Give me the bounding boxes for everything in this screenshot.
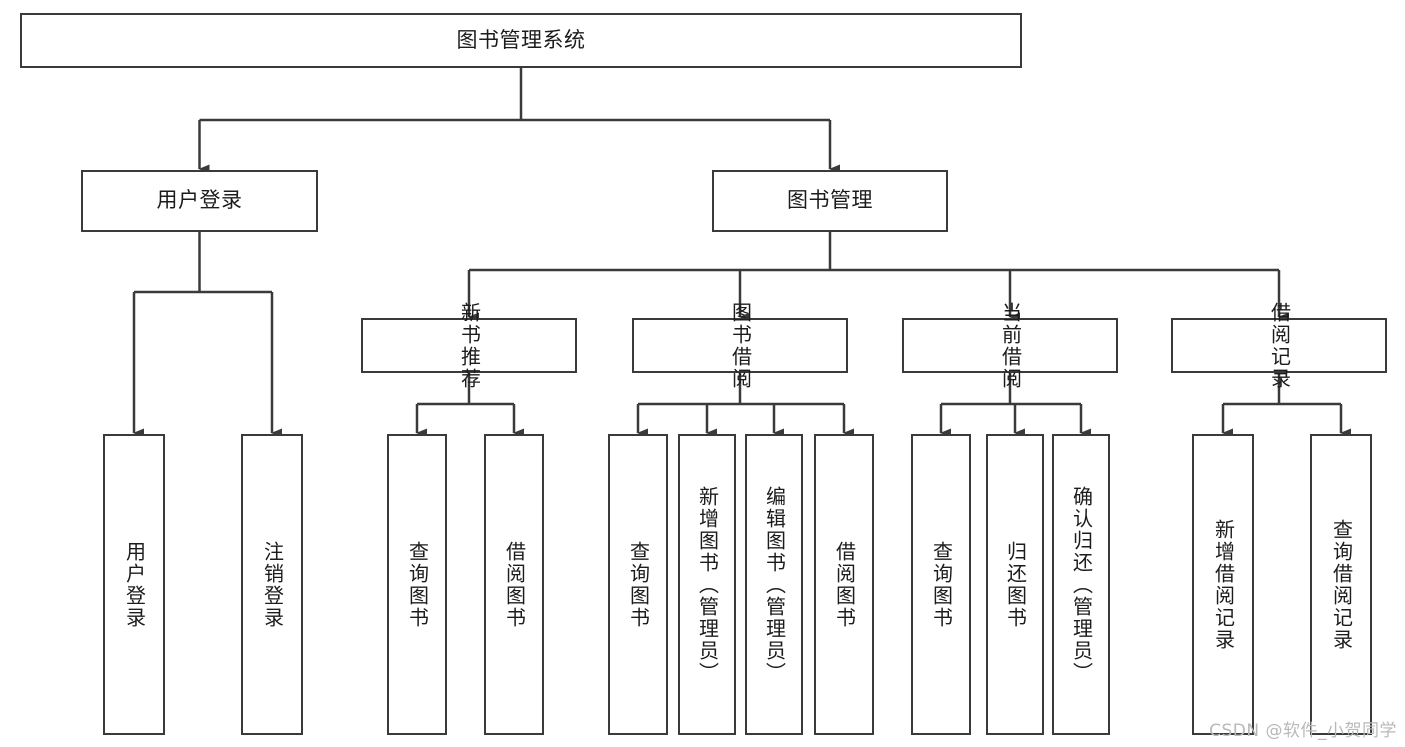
node-label: 图书借阅 xyxy=(728,301,753,390)
node-label: 确认归还（管理员） xyxy=(1069,485,1094,684)
node-label: 注销登录 xyxy=(260,540,285,629)
watermark-text: CSDN @软件_小贺同学 xyxy=(1209,721,1397,741)
node-borrow-book-2[interactable]: 借阅图书 xyxy=(814,434,874,735)
node-return-book[interactable]: 归还图书 xyxy=(986,434,1044,735)
node-add-book-admin[interactable]: 新增图书（管理员） xyxy=(678,434,736,735)
node-query-borrow-record[interactable]: 查询借阅记录 xyxy=(1310,434,1372,735)
node-label: 借阅图书 xyxy=(832,540,857,629)
node-label: 编辑图书（管理员） xyxy=(762,485,787,684)
node-label: 查询图书 xyxy=(626,540,651,629)
node-confirm-return-admin[interactable]: 确认归还（管理员） xyxy=(1052,434,1110,735)
node-current-borrow[interactable]: 当前借阅 xyxy=(902,302,1118,390)
node-label: 归还图书 xyxy=(1003,540,1028,629)
node-borrow-records[interactable]: 借阅记录 xyxy=(1171,302,1387,390)
node-book-management[interactable]: 图书管理 xyxy=(712,170,948,232)
node-label: 新增图书（管理员） xyxy=(695,485,720,684)
node-label: 新书推荐 xyxy=(457,301,482,390)
node-label: 用户登录 xyxy=(122,540,147,629)
node-label: 图书管理系统 xyxy=(456,27,586,52)
node-label: 借阅图书 xyxy=(502,540,527,629)
node-label: 图书管理 xyxy=(787,188,873,213)
node-edit-book-admin[interactable]: 编辑图书（管理员） xyxy=(745,434,803,735)
node-label: 用户登录 xyxy=(156,188,243,213)
node-root[interactable]: 图书管理系统 xyxy=(20,13,1022,68)
node-label: 查询借阅记录 xyxy=(1329,518,1354,651)
node-new-book-recommend[interactable]: 新书推荐 xyxy=(361,302,577,390)
node-book-borrow[interactable]: 图书借阅 xyxy=(632,302,848,390)
node-label: 当前借阅 xyxy=(998,301,1023,390)
node-query-book-3[interactable]: 查询图书 xyxy=(911,434,971,735)
node-query-book-2[interactable]: 查询图书 xyxy=(608,434,668,735)
node-add-borrow-record[interactable]: 新增借阅记录 xyxy=(1192,434,1254,735)
node-label: 借阅记录 xyxy=(1267,301,1292,390)
node-label: 查询图书 xyxy=(929,540,954,629)
node-borrow-book-1[interactable]: 借阅图书 xyxy=(484,434,544,735)
node-user-login-do[interactable]: 用户登录 xyxy=(103,434,165,735)
node-label: 查询图书 xyxy=(405,540,430,629)
node-query-book-1[interactable]: 查询图书 xyxy=(387,434,447,735)
node-user-logout[interactable]: 注销登录 xyxy=(241,434,303,735)
node-label: 新增借阅记录 xyxy=(1211,518,1236,651)
node-user-login[interactable]: 用户登录 xyxy=(81,170,318,232)
